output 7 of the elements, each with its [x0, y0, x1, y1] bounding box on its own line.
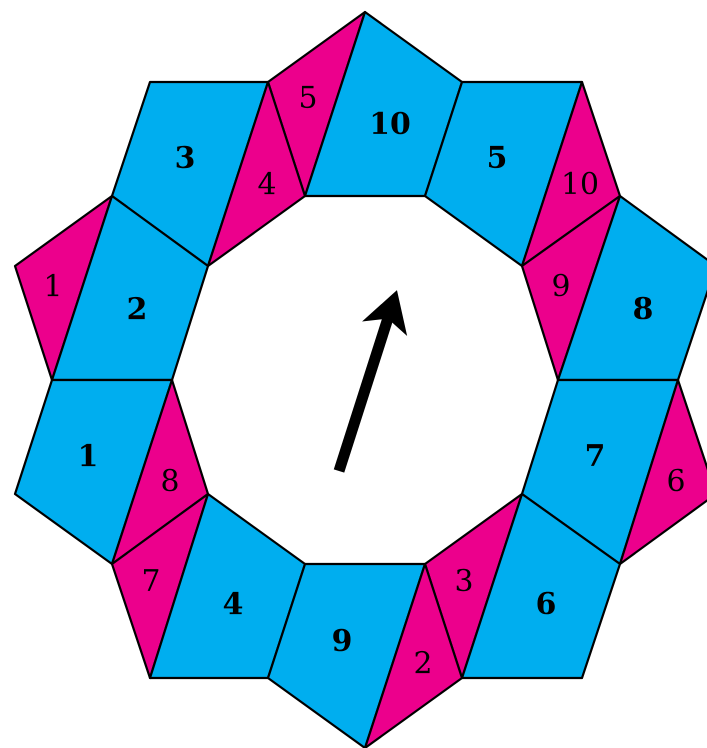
- triangle-tile: 6: [618, 378, 707, 566]
- node-label: 9: [333, 628, 351, 652]
- triangle-tile: 1: [14, 194, 114, 382]
- triangle-tile: 9: [520, 194, 622, 382]
- triangle-tile: 10: [520, 80, 622, 268]
- triangle-tile: 7: [110, 492, 210, 680]
- triangle-tile: 8: [110, 378, 210, 566]
